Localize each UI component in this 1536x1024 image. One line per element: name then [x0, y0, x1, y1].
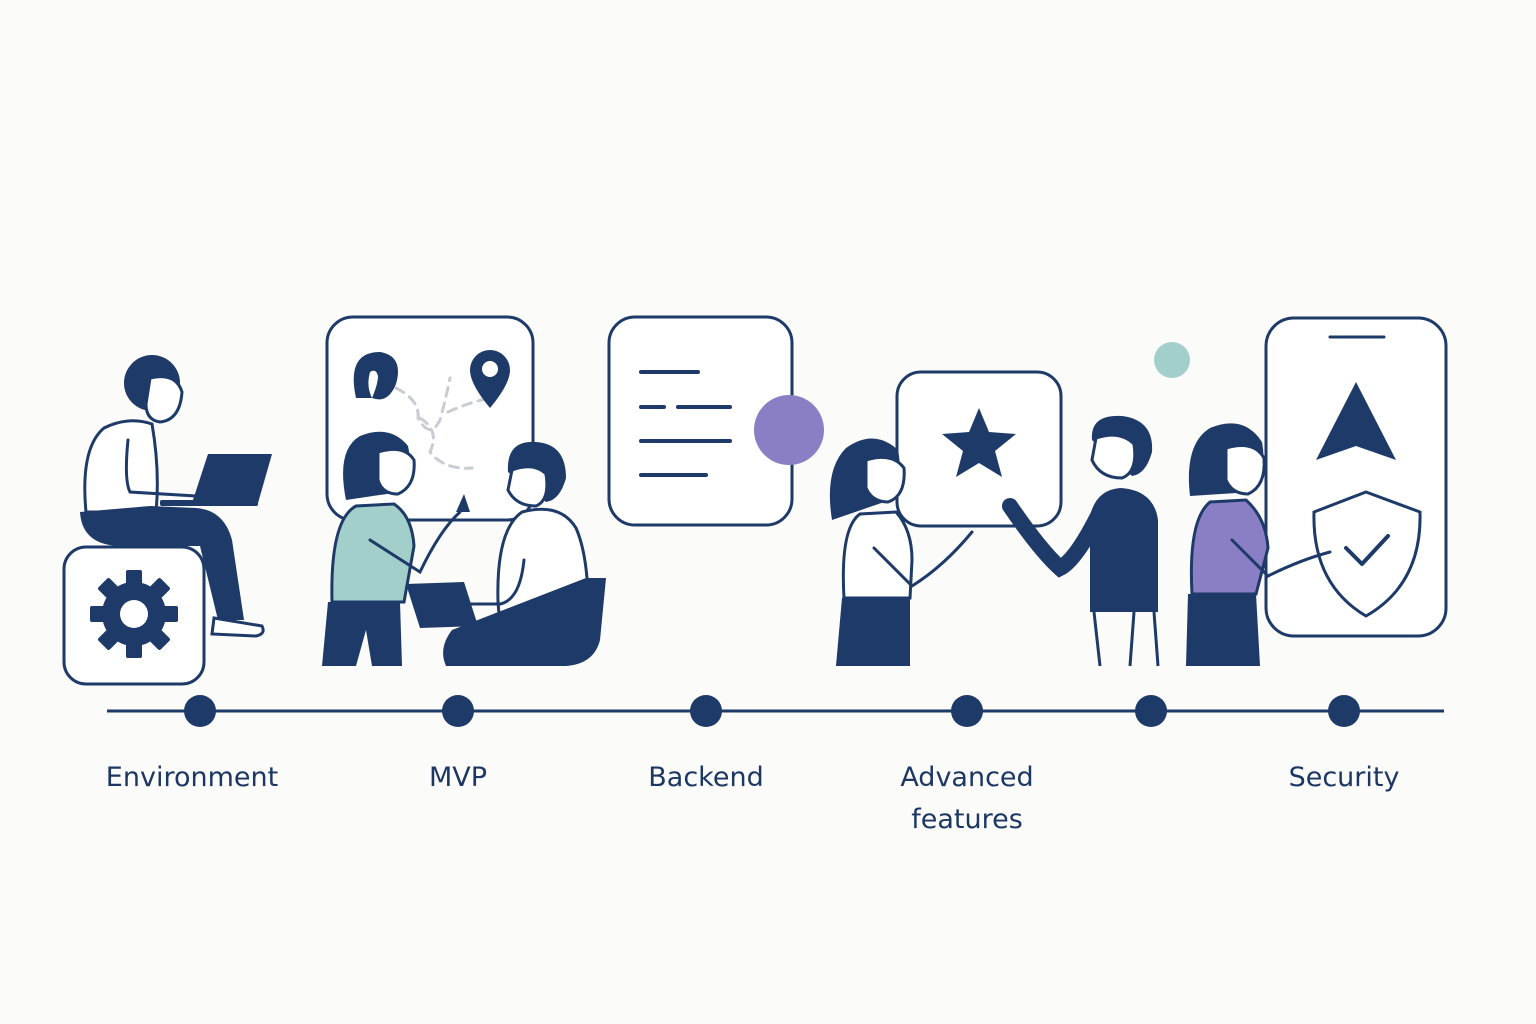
mvp-scene: [322, 315, 606, 666]
map-pin-icon: [470, 350, 510, 408]
timeline-dot-advanced: [951, 695, 983, 727]
environment-scene: [62, 355, 272, 686]
person-with-laptop: [80, 355, 272, 638]
stage-label-backend: Backend: [648, 762, 764, 793]
stage-label-advanced: Advanced features: [900, 762, 1034, 835]
man-pointing: [1002, 415, 1160, 667]
man-with-laptop: [406, 441, 606, 666]
woman-pointing: [829, 438, 974, 666]
star-icon: [942, 408, 1016, 477]
timeline-dot-backend: [690, 695, 722, 727]
laptop-icon: [406, 582, 478, 628]
security-scene: [1186, 316, 1448, 666]
backend-scene: [607, 315, 824, 527]
document-lines-icon: [639, 370, 732, 477]
timeline-dot-mvp: [442, 695, 474, 727]
stage-label-mvp: MVP: [428, 762, 488, 793]
gear-icon: [90, 570, 178, 658]
stage-label-environment: Environment: [105, 762, 279, 793]
woman-purple-shirt: [1186, 423, 1332, 666]
stage-label-security: Security: [1288, 762, 1400, 793]
timeline-dot-security: [1328, 695, 1360, 727]
navigation-arrow-icon: [1316, 382, 1396, 460]
purple-dot: [754, 395, 824, 465]
advanced-scene: [829, 370, 1160, 667]
woman-teal-shirt: [322, 431, 470, 666]
shield-check-icon: [1312, 490, 1422, 618]
timeline-dot-unlabeled: [1135, 695, 1167, 727]
route-origin-icon: [353, 352, 398, 400]
teal-dot: [1154, 342, 1190, 378]
timeline-dot-environment: [184, 695, 216, 727]
laptop-icon: [160, 454, 272, 506]
